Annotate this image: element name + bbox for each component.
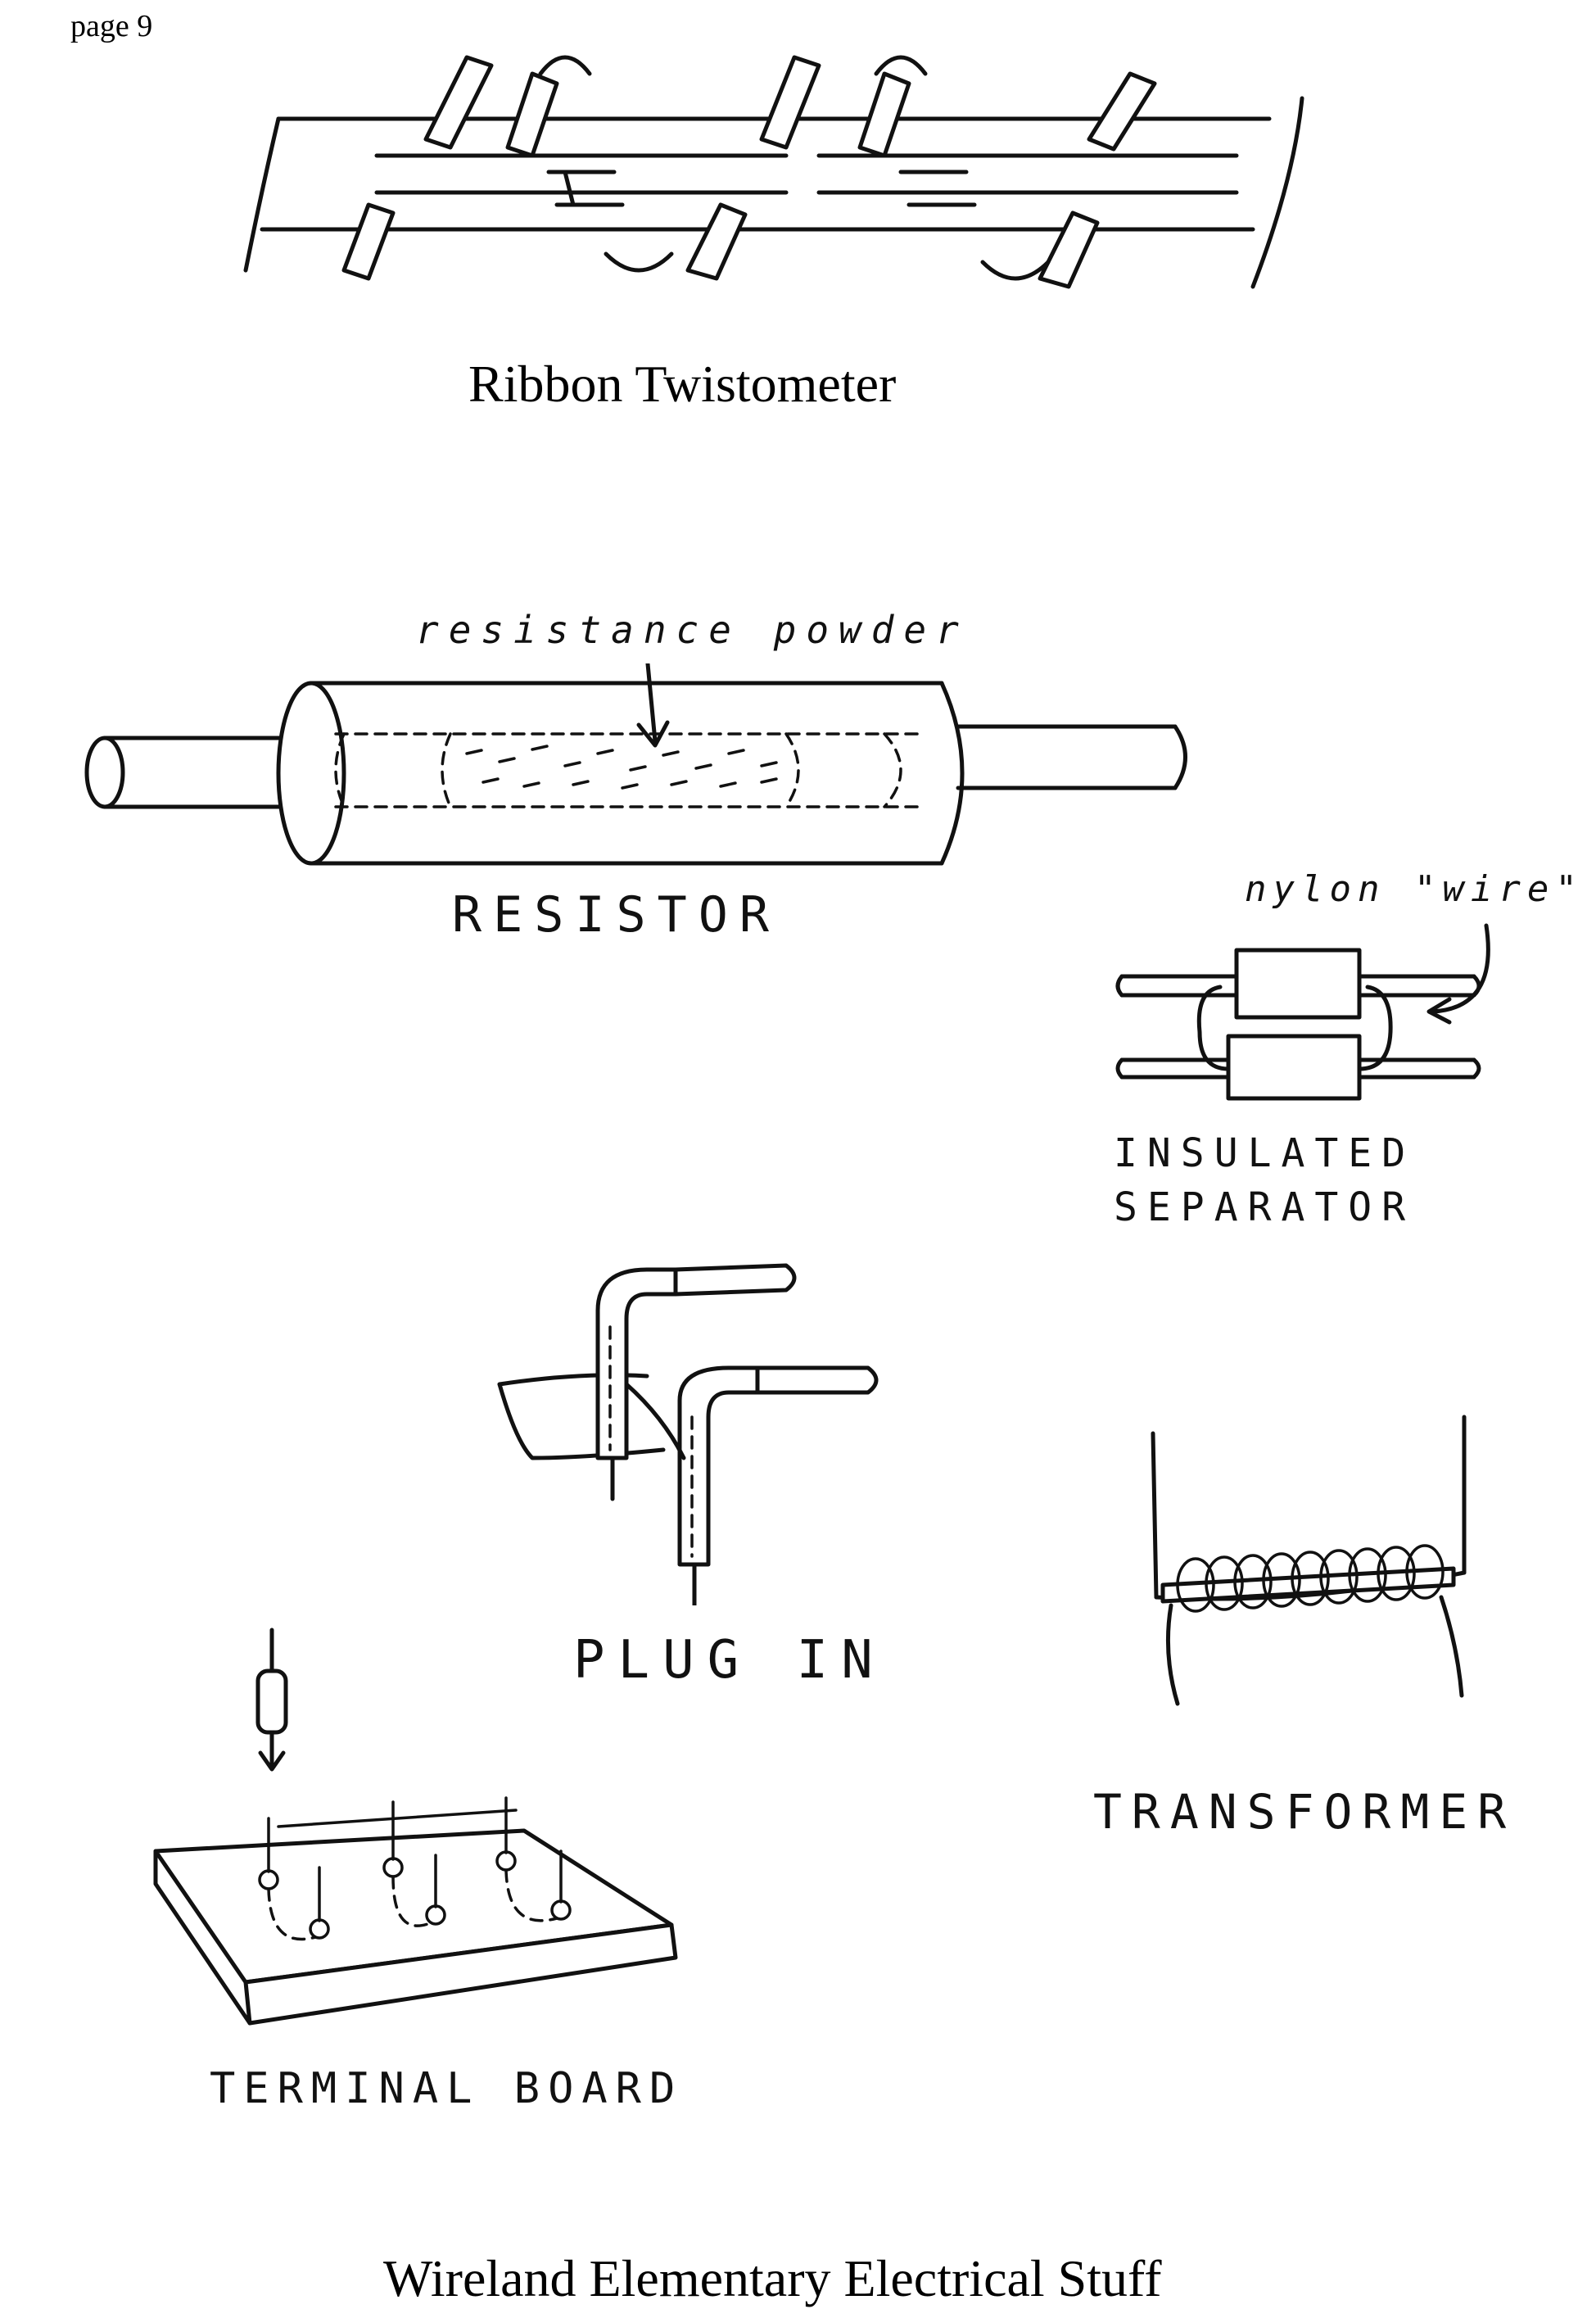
insulated-separator-drawing xyxy=(1115,923,1490,1101)
terminal-board-drawing xyxy=(153,1628,678,2026)
plug-in-caption: PLUG IN xyxy=(573,1630,886,1691)
nylon-wire-label: nylon "wire" xyxy=(1245,868,1584,910)
ribbon-twistometer-drawing xyxy=(243,55,1304,289)
page-number: page 9 xyxy=(70,9,153,43)
resistance-powder-label: resistance powder xyxy=(416,608,969,652)
transformer-drawing xyxy=(1151,1415,1467,1706)
insulated-separator-caption-line1: INSULATED xyxy=(1114,1130,1416,1176)
footer-title: Wireland Elementary Electrical Stuff xyxy=(383,2249,1162,2307)
plug-in-drawing xyxy=(497,1263,879,1605)
terminal-board-caption: TERMINAL BOARD xyxy=(210,2064,684,2113)
resistor-drawing xyxy=(84,663,1187,866)
twistometer-caption: Ribbon Twistometer xyxy=(468,355,897,413)
resistor-caption: RESISTOR xyxy=(452,886,780,944)
transformer-caption: TRANSFORMER xyxy=(1093,1784,1517,1840)
insulated-separator-caption-line2: SEPARATOR xyxy=(1114,1184,1416,1230)
